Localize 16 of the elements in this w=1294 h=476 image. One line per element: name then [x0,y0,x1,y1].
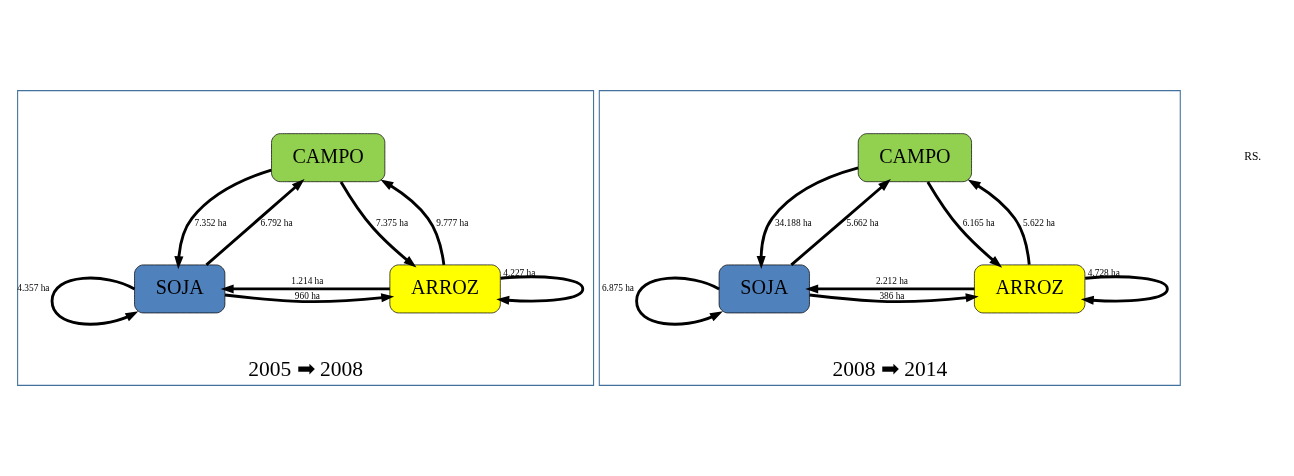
edge-label: 4.728 ha [1087,267,1120,278]
edge-label: 7.375 ha [375,217,409,228]
label: RS. [1244,150,1262,163]
edge-label: 4.227 ha [503,267,536,278]
edge-label: 7.352 ha [194,217,227,228]
edge-label: 6.875 ha [601,283,634,294]
edge-label: 5.662 ha [846,217,879,228]
edge-label: 5.622 ha [1022,217,1056,228]
edge-label: 34.188 ha [774,217,812,228]
edge-label: 2.212 ha [875,276,908,287]
edge-label: 386 ha [879,290,905,301]
edge-label: 1.214 ha [291,276,324,287]
edge-label: 6.165 ha [962,217,995,228]
edge-label: 960 ha [294,290,320,301]
edge-label: 9.777 ha [436,217,469,228]
edge-label: 6.792 ha [260,217,293,228]
